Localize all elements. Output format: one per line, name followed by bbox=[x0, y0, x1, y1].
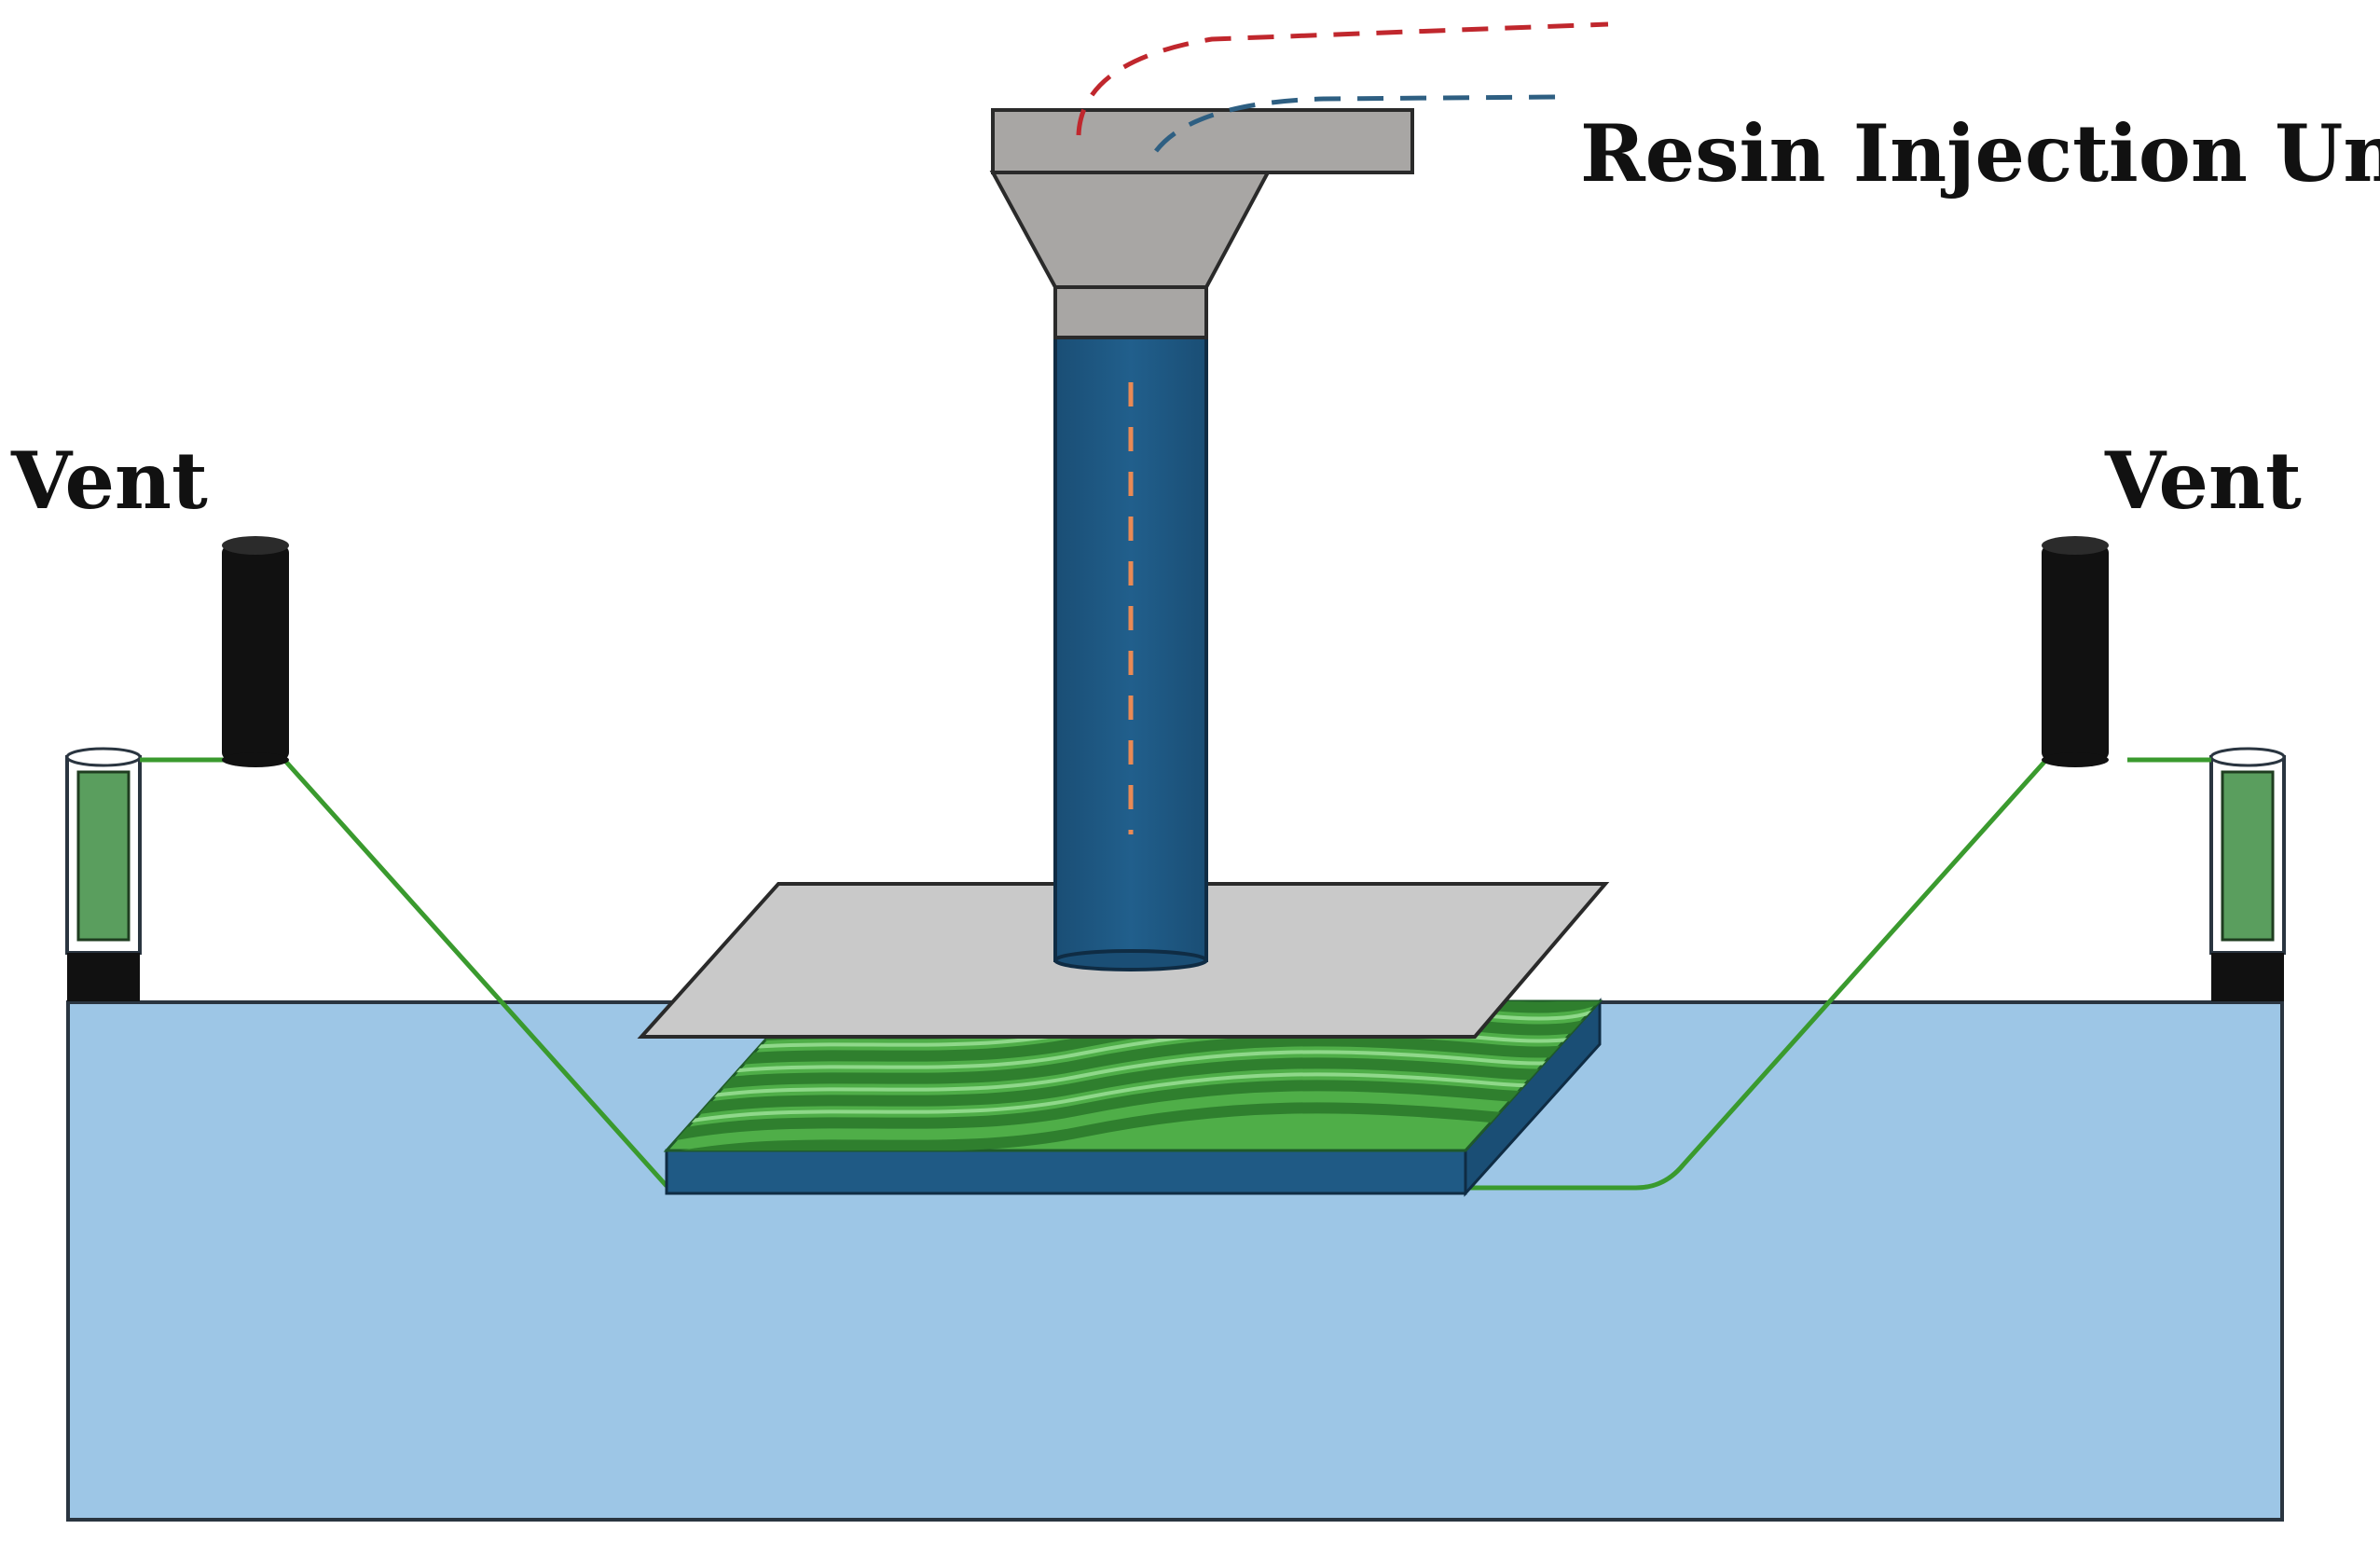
right-vent-cylinder bbox=[2042, 536, 2109, 767]
vent-lines bbox=[140, 757, 2211, 1191]
left-vent-line bbox=[282, 758, 668, 1188]
right-vent-line bbox=[1465, 758, 2048, 1191]
supply-line-red bbox=[1076, 21, 1609, 136]
vent-label-left: Vent bbox=[10, 434, 208, 527]
left-vent-cylinder bbox=[222, 536, 289, 767]
left-vent-gauge bbox=[65, 747, 142, 1001]
injection-unit-label: Resin Injection Unit bbox=[1580, 107, 2380, 200]
supply-line-blue bbox=[1154, 94, 1558, 153]
injection-unit-housing bbox=[989, 108, 1414, 339]
right-vent-gauge bbox=[2209, 747, 2286, 1001]
injection-column bbox=[1053, 336, 1208, 971]
supply-lines bbox=[1076, 21, 1609, 153]
vent-label-right: Vent bbox=[2104, 434, 2302, 527]
